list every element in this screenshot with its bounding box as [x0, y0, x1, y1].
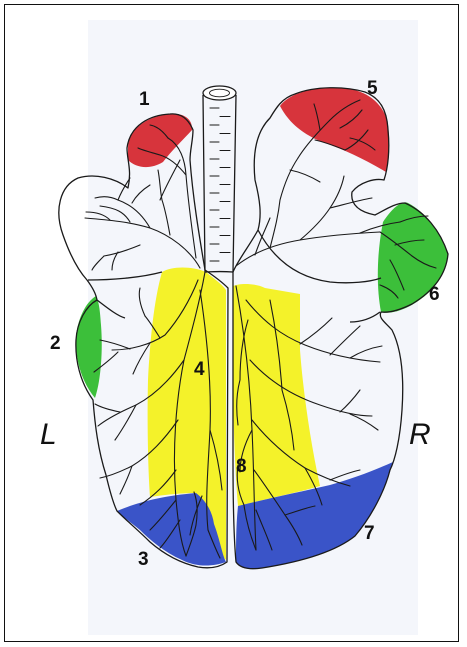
label-segment-5: 5 — [367, 78, 378, 99]
label-segment-1: 1 — [139, 89, 150, 110]
label-segment-2: 2 — [50, 333, 61, 354]
label-segment-4: 4 — [194, 359, 205, 380]
label-segment-6: 6 — [429, 284, 440, 305]
label-segment-7: 7 — [364, 523, 375, 544]
label-segment-8: 8 — [236, 456, 247, 477]
label-right-side: R — [409, 418, 431, 451]
label-segment-3: 3 — [138, 549, 149, 570]
trachea-opening — [203, 86, 236, 100]
label-left-side: L — [40, 418, 57, 451]
region-2-green — [76, 296, 102, 398]
